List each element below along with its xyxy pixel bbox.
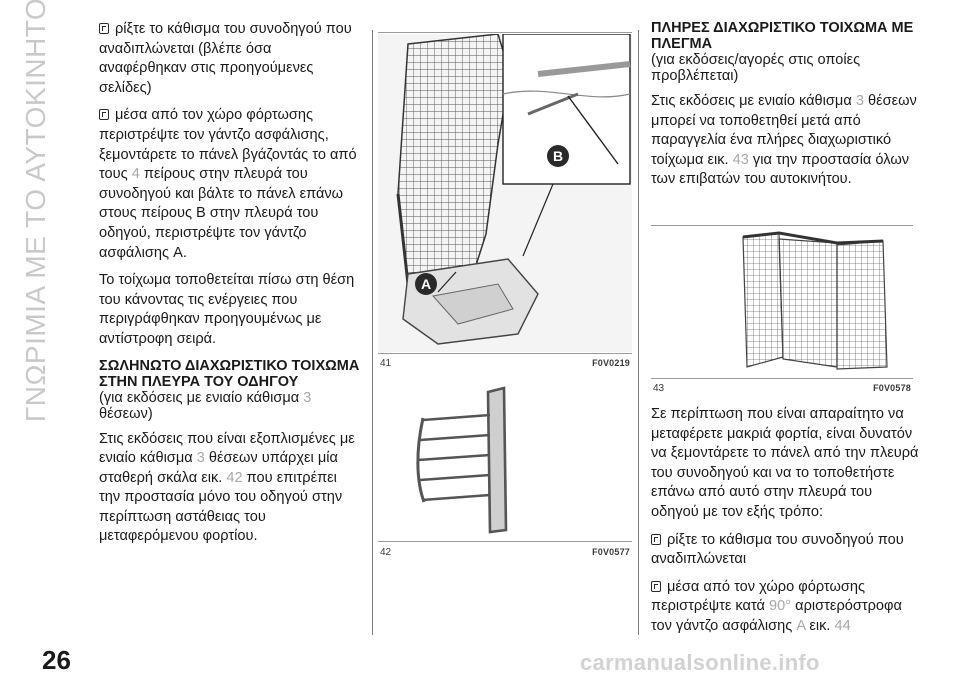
watermark: carmanualsonline.info	[580, 650, 820, 675]
paragraph-text-end: που επιτρέπει την προστασία μόνο του οδη…	[99, 469, 343, 545]
figure-top-rule	[378, 32, 632, 33]
paragraph-text-mid: θέσεων υπάρχει μία σταθερή σκάλα εικ.	[99, 450, 338, 486]
callout-a-marker	[415, 273, 437, 295]
number-ref: 3	[855, 93, 864, 109]
section-heading: ΣΩΛΗΝΩΤΟ ΔΙΑΧΩΡΙΣΤΙΚΟ ΤΟΙΧΩΜΑ ΣΤΗΝ ΠΛΕΥΡ…	[99, 357, 360, 390]
bullet-text: ρίξτε το κάθισμα του συνοδηγού που αναδι…	[99, 21, 352, 96]
figure-43-caption: 43 F0V0578	[653, 381, 911, 395]
figure-top-rule	[651, 225, 913, 226]
paragraph: Στις εκδόσεις που είναι εξοπλισμένες με …	[99, 430, 361, 548]
figure-code: F0V0578	[873, 383, 911, 393]
bullet-text: μέσα από τον χώρο φόρτωσης περιστρέψτε τ…	[99, 107, 357, 183]
figure-ref: 43	[732, 151, 749, 168]
number-ref: 3	[196, 450, 205, 467]
section-heading: ΠΛΗΡΕΣ ΔΙΑΧΩΡΙΣΤΙΚΟ ΤΟΙΧΩΜΑ ΜΕ ΠΛΕΓΜΑ	[651, 20, 914, 52]
bullet-icon	[651, 533, 661, 545]
figure-ref: 44	[834, 617, 851, 634]
section-subnote: (για εκδόσεις με ενιαίο κάθισμα 3 θέσεων…	[99, 390, 361, 422]
column-divider	[638, 30, 639, 635]
paragraph: Στις εκδόσεις με ενιαίο κάθισμα 3 θέσεων…	[651, 92, 919, 190]
paragraph: Σε περίπτωση που είναι απαραίτητο να μετ…	[651, 406, 919, 520]
text-column-right: ΠΛΗΡΕΣ ΔΙΑΧΩΡΙΣΤΙΚΟ ΤΟΙΧΩΜΑ ΜΕ ΠΛΕΓΜΑ (γ…	[651, 20, 919, 198]
figure-43-illustration	[651, 227, 913, 377]
bullet-item: μέσα από τον χώρο φόρτωσης περιστρέψτε κ…	[651, 578, 919, 637]
text-column-right-lower: Σε περίπτωση που είναι απαραίτητο να μετ…	[651, 405, 919, 645]
section-subnote: (για εκδόσεις/αγορές στις οποίες προβλέπ…	[651, 52, 861, 84]
figure-caption-rule	[378, 541, 632, 542]
label-ref: A	[796, 617, 806, 634]
number-ref: 4	[131, 166, 140, 183]
bullet-text-mid2: εικ.	[805, 617, 835, 634]
number-ref: 90°	[769, 598, 792, 615]
bullet-icon	[99, 23, 109, 34]
section-side-title: ΓΝΩΡΙΜΙΑ ΜΕ ΤΟ ΑΥΤΟΚΙΝΗΤΟ	[16, 0, 56, 422]
bullet-icon	[651, 580, 661, 592]
bullet-text: μέσα από τον χώρο φόρτωσης περιστρέψτε κ…	[651, 578, 866, 615]
subnote-text-cont: θέσεων)	[99, 405, 153, 422]
paragraph-text-end: για την προστασία όλων των επιβατών του …	[651, 151, 910, 188]
bullet-item: ρίξτε το κάθισμα του συνοδηγού που αναδι…	[99, 20, 361, 98]
bullet-item: ρίξτε το κάθισμα του συνοδηγού που αναδι…	[651, 531, 919, 570]
figure-caption-rule	[378, 353, 632, 354]
figure-41-illustration: B A	[378, 34, 632, 352]
figure-code: F0V0219	[592, 358, 630, 368]
subnote-text: (για εκδόσεις με ενιαίο κάθισμα	[99, 389, 304, 406]
figure-code: F0V0577	[592, 547, 630, 557]
paragraph-text-mid: θέσεων μπορεί να τοποθετηθεί μετά από πα…	[651, 93, 917, 168]
paragraph-text: Στις εκδόσεις που είναι εξοπλισμένες με …	[99, 430, 355, 467]
bullet-text: ρίξτε το κάθισμα του συνοδηγού που αναδι…	[651, 531, 904, 568]
column-divider	[372, 30, 373, 635]
figure-number: 43	[653, 382, 665, 394]
bullet-icon	[99, 109, 109, 121]
figure-ref: 42	[226, 469, 243, 486]
bullet-text-mid: αριστερόστροφα τον γάντζο ασφάλισης	[651, 598, 902, 634]
figure-42-caption: 42 F0V0577	[380, 545, 630, 559]
text-column-left: ρίξτε το κάθισμα του συνοδηγού που αναδι…	[99, 20, 361, 555]
section-title-text: ΓΝΩΡΙΜΙΑ ΜΕ ΤΟ ΑΥΤΟΚΙΝΗΤΟ	[20, 0, 52, 423]
callout-b-marker	[547, 145, 569, 167]
figure-caption-rule	[651, 378, 913, 379]
bullet-item: μέσα από τον χώρο φόρτωσης περιστρέψτε τ…	[99, 106, 361, 263]
number-ref: 3	[303, 389, 312, 406]
figure-41-caption: 41 F0V0219	[380, 356, 630, 370]
bullet-text-cont: πείρους στην πλευρά του συνοδηγού και βά…	[99, 166, 344, 261]
figure-42-illustration	[378, 380, 632, 540]
callout-b-label: B	[553, 148, 563, 164]
page-number: 26	[42, 645, 71, 675]
figure-number: 41	[380, 357, 392, 369]
paragraph-text: Στις εκδόσεις με ενιαίο κάθισμα	[651, 93, 856, 109]
callout-a-label: A	[421, 276, 431, 292]
paragraph: Το τοίχωμα τοποθετείται πίσω στη θέση το…	[99, 272, 355, 347]
figure-number: 42	[380, 546, 392, 558]
